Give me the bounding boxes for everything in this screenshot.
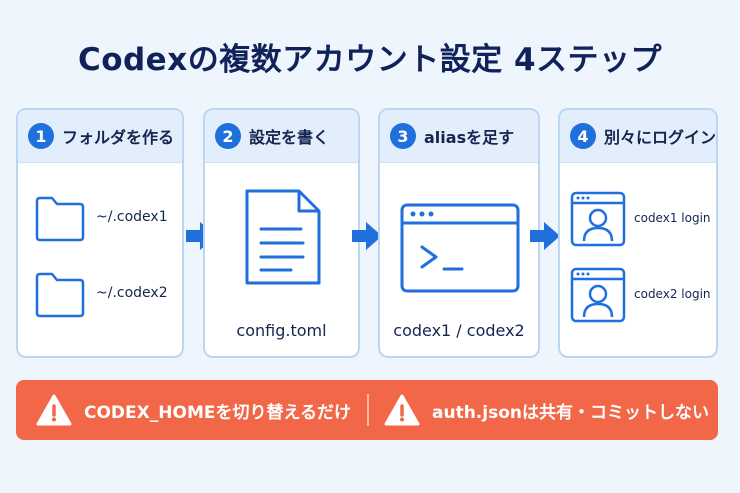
step-2-panel: 2 設定を書く config.toml [203,108,360,358]
warning-icon [384,394,420,426]
folder-1-label: ~/.codex1 [96,209,168,225]
warning-2-text: auth.jsonは共有・コミットしない [432,402,709,423]
step-2-header: 2 設定を書く [205,110,358,163]
step-1-header: 1 フォルダを作る [18,110,182,163]
folder-icon [35,272,85,318]
arrow-right-icon [186,222,216,250]
step-3-header: 3 aliasを足す [380,110,538,163]
terminal-icon [400,203,520,293]
folder-2-label: ~/.codex2 [96,285,168,301]
arrow-right-icon [352,222,382,250]
folder-icon [35,196,85,242]
warning-divider [367,394,369,426]
document-icon [245,189,321,285]
step-1-number: 1 [28,123,54,149]
step-4-panel: 4 別々にログイン codex1 login codex2 login [558,108,718,358]
login-2-label: codex2 login [634,287,711,301]
step-1-panel: 1 フォルダを作る ~/.codex1 ~/.codex2 [16,108,184,358]
page-title: Codexの複数アカウント設定 4ステップ [77,42,663,78]
user-window-icon [570,191,626,247]
login-1-label: codex1 login [634,211,711,225]
step-3-title: aliasを足す [424,128,515,147]
alias-caption: codex1 / codex2 [393,321,525,340]
warning-1-text: CODEX_HOMEを切り替えるだけ [84,402,351,423]
warning-2: auth.jsonは共有・コミットしない [384,380,709,440]
step-4-title: 別々にログイン [604,128,717,147]
config-file-label: config.toml [236,321,327,340]
step-2-number: 2 [215,123,241,149]
step-4-number: 4 [570,123,596,149]
step-2-title: 設定を書く [249,128,330,147]
step-3-panel: 3 aliasを足す codex1 / codex2 [378,108,540,358]
user-window-icon [570,267,626,323]
warning-icon [36,394,72,426]
arrow-right-icon [530,222,560,250]
step-1-title: フォルダを作る [62,128,175,147]
step-3-number: 3 [390,123,416,149]
step-4-header: 4 別々にログイン [560,110,716,163]
warning-bar: CODEX_HOMEを切り替えるだけ auth.jsonは共有・コミットしない [16,380,718,440]
warning-1: CODEX_HOMEを切り替えるだけ [36,380,351,440]
